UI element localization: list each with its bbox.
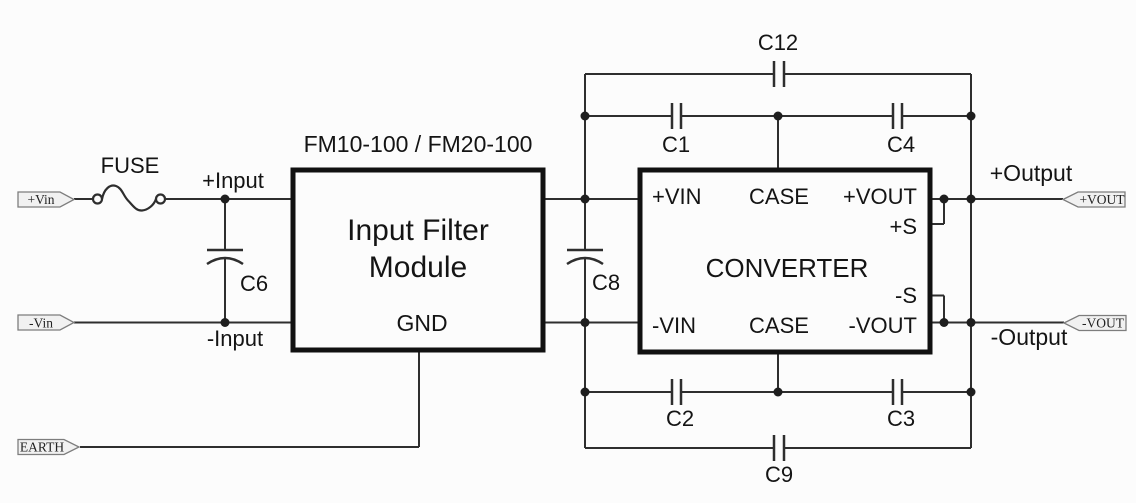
converter-box (637, 167, 933, 355)
earth-terminal-label: EARTH (20, 440, 64, 455)
cap-c6-curved-plate (206, 256, 244, 266)
vout-pos-terminal (1061, 191, 1126, 208)
cap-c4-label: C4 (887, 132, 915, 157)
fuse-terminal-left (91, 193, 104, 205)
cap-c6-label: C6 (240, 271, 268, 296)
fuse-terminal-right (154, 193, 167, 205)
junction-dot (580, 318, 590, 327)
fuse-wave (100, 184, 158, 212)
junction-dot (580, 111, 590, 121)
junction-dot (580, 194, 590, 204)
fuse-symbol (91, 184, 167, 212)
junction-dot (966, 111, 976, 121)
vout-neg-terminal (1062, 314, 1127, 332)
capacitor-symbols (206, 61, 904, 461)
cap-c12-label: C12 (758, 30, 798, 55)
converter-pin-vin-pos: +VIN (652, 184, 702, 209)
converter-name: CONVERTER (706, 253, 869, 283)
cap-c3-label: C3 (887, 406, 915, 431)
filter-module-name-line1: Input Filter (347, 214, 489, 247)
output-pos-label: +Output (990, 160, 1073, 186)
vout-pos-terminal-label: +VOUT (1079, 192, 1125, 207)
converter-pin-sense-neg: -S (895, 283, 917, 308)
labels: FUSE +Input -Input +Output -Output FM10-… (101, 30, 1073, 487)
vin-pos-terminal-label: +Vin (27, 192, 54, 207)
converter-pin-sense-pos: +S (889, 214, 917, 239)
input-pos-label: +Input (202, 168, 264, 193)
fuse-label: FUSE (101, 153, 160, 178)
cap-c1-label: C1 (662, 132, 690, 157)
cap-c8-curved-plate (566, 256, 604, 266)
input-neg-label: -Input (207, 326, 263, 351)
filter-module-title: FM10-100 / FM20-100 (304, 131, 533, 157)
junction-dot (939, 194, 949, 204)
junction-dot (580, 387, 590, 397)
junction-dot (966, 387, 976, 397)
cap-c9-label: C9 (765, 462, 793, 487)
cap-c8-label: C8 (592, 270, 620, 295)
input-filter-module-box (290, 167, 546, 353)
vout-neg-terminal-label: -VOUT (1082, 316, 1125, 331)
junction-dot (966, 194, 976, 204)
vin-neg-terminal (17, 314, 76, 331)
converter-pin-case-top: CASE (749, 184, 809, 209)
converter-pin-vin-neg: -VIN (652, 313, 696, 338)
cap-c2-label: C2 (666, 406, 694, 431)
vin-pos-terminal (17, 191, 76, 208)
junction-dot (966, 318, 976, 327)
earth-terminal (17, 438, 81, 456)
junction-dots (220, 111, 976, 397)
wires (74, 73, 1064, 449)
converter-pin-vout-pos: +VOUT (843, 184, 917, 209)
junction-dot (773, 387, 783, 397)
junction-dot (773, 111, 783, 121)
output-neg-label: -Output (991, 324, 1068, 350)
junction-dot (220, 194, 230, 204)
terminal-tags: +Vin -Vin EARTH +VOUT -VOUT (17, 191, 1127, 456)
junction-dot (220, 318, 230, 327)
converter-pin-case-bottom: CASE (749, 313, 809, 338)
converter-pin-vout-neg: -VOUT (849, 313, 917, 338)
filter-module-name-line2: Module (369, 251, 467, 284)
vin-neg-terminal-label: -Vin (29, 316, 53, 331)
filter-module-gnd-pin-label: GND (396, 310, 447, 336)
junction-dot (939, 318, 949, 327)
